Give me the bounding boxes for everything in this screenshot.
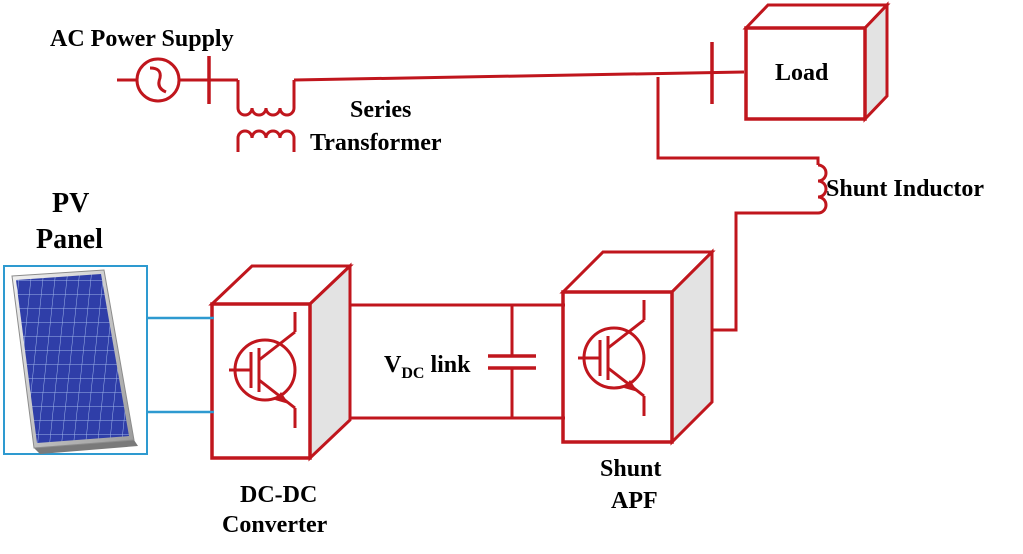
dcdc-igbt-icon bbox=[229, 312, 297, 428]
series-transformer bbox=[236, 80, 296, 152]
inductor-icon bbox=[817, 163, 828, 215]
dcdc-label-line2: Converter bbox=[222, 512, 328, 538]
load-label: Load bbox=[775, 60, 829, 86]
ac-supply-label: AC Power Supply bbox=[50, 26, 234, 52]
apf-igbt-icon bbox=[578, 300, 646, 416]
vdc-link-label: VDC link bbox=[384, 352, 471, 382]
inductor-to-apf-wire bbox=[710, 211, 818, 332]
series-transformer-label-line1: Series bbox=[350, 97, 411, 123]
shunt-apf-box bbox=[559, 248, 716, 446]
solar-panel-icon bbox=[11, 269, 138, 454]
capacitor-icon bbox=[488, 305, 536, 418]
dcdc-box bbox=[208, 262, 354, 462]
pv-label-line2: Panel bbox=[36, 224, 103, 255]
shunt-apf-label-line2: APF bbox=[611, 488, 658, 514]
ac-source bbox=[117, 56, 238, 104]
transformer-secondary-icon bbox=[236, 129, 296, 152]
vdc-suffix: link bbox=[424, 352, 471, 378]
series-transformer-label-line2: Transformer bbox=[310, 130, 442, 156]
pv-label-line1: PV bbox=[52, 188, 89, 219]
sine-icon bbox=[149, 66, 167, 94]
vdc-subscript: DC bbox=[401, 365, 424, 382]
shunt-inductor-label: Shunt Inductor bbox=[826, 176, 984, 202]
vdc-main: V bbox=[384, 352, 402, 378]
pv-frame bbox=[3, 265, 148, 455]
shunt-apf-label-line1: Shunt bbox=[600, 456, 661, 482]
shunt-tap-wire bbox=[656, 77, 820, 165]
transformer-primary-icon bbox=[236, 80, 296, 117]
main-line bbox=[293, 70, 745, 82]
load-box bbox=[742, 1, 891, 123]
dcdc-label-line1: DC-DC bbox=[240, 482, 317, 508]
